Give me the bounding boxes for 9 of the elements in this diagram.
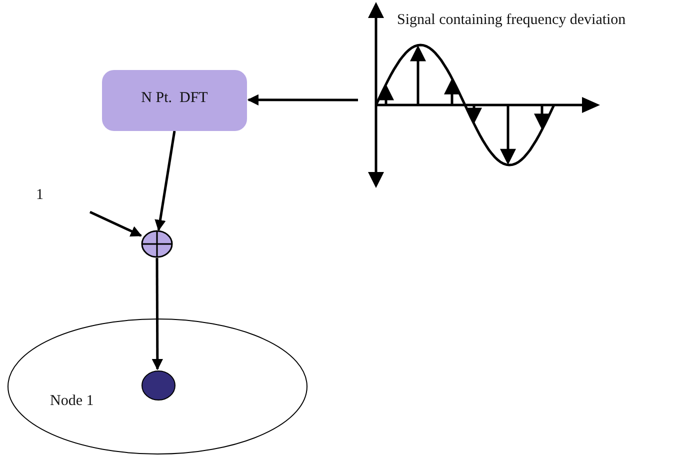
arrow xyxy=(89,210,142,237)
box-label: N Pt. DFT xyxy=(140,90,209,107)
input-label: 1 xyxy=(36,187,44,204)
arrow xyxy=(152,258,164,370)
process-box xyxy=(102,70,247,131)
arrow xyxy=(154,130,176,232)
node-label: Node 1 xyxy=(50,393,94,410)
arrow xyxy=(247,94,358,106)
graph-title: Signal containing frequency deviation xyxy=(397,12,626,29)
